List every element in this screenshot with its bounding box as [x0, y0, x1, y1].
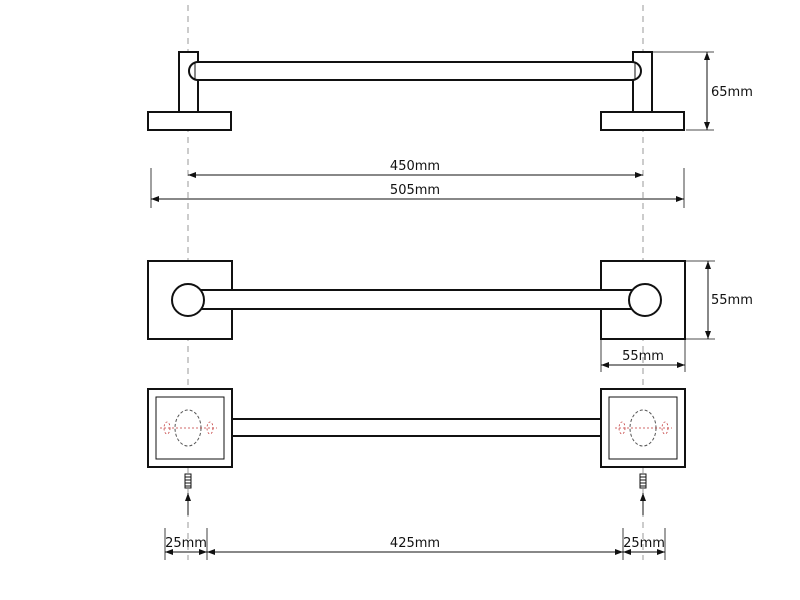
right-round-post	[628, 283, 662, 317]
label-height-side: 65mm	[711, 85, 753, 100]
mounting-view	[147, 388, 686, 515]
label-plate-height: 55mm	[711, 293, 753, 308]
dimension-overall-length: 505mm	[150, 168, 685, 208]
top-bar	[197, 289, 635, 310]
mount-bar	[231, 418, 602, 437]
side-view	[147, 51, 685, 131]
dimension-bottom-row: 25mm 425mm 25mm	[164, 528, 666, 560]
label-bar-length: 425mm	[390, 536, 440, 551]
dimension-height-side: 65mm	[650, 51, 753, 131]
right-mount-plate-inner	[608, 396, 678, 460]
left-mount-post	[178, 51, 199, 113]
label-overall-length: 505mm	[390, 183, 440, 198]
label-right-offset: 25mm	[623, 536, 665, 551]
left-set-screw-icon	[184, 473, 192, 515]
label-plate-width: 55mm	[622, 349, 664, 364]
dimension-plate-width: 55mm	[600, 340, 686, 372]
top-view	[147, 260, 686, 340]
side-bar	[188, 61, 642, 81]
left-mount-plate-inner	[155, 396, 225, 460]
left-round-post	[171, 283, 205, 317]
right-mount-post	[632, 51, 653, 113]
label-center-distance: 450mm	[390, 159, 440, 174]
dimension-plate-height: 55mm	[686, 260, 753, 340]
label-left-offset: 25mm	[165, 536, 207, 551]
right-base-plate	[600, 111, 685, 131]
left-base-plate	[147, 111, 232, 131]
dimension-center-distance: 450mm	[188, 159, 643, 178]
right-set-screw-icon	[639, 473, 647, 515]
